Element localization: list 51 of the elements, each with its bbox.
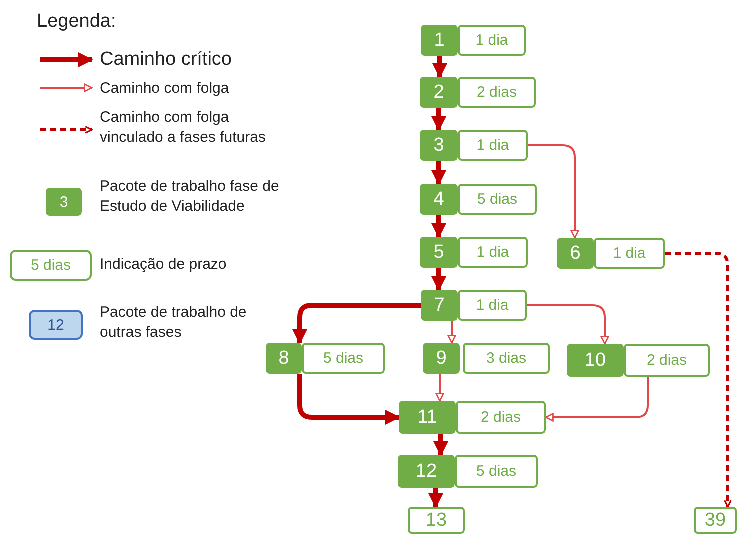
- task-number-box: 7: [421, 290, 458, 321]
- duration-box: 1 dia: [458, 237, 528, 268]
- arrow: [292, 303, 421, 344]
- arrow: [432, 56, 448, 78]
- arrow: [528, 144, 580, 239]
- duration-box: 2 dias: [624, 344, 710, 377]
- arrow: [448, 321, 456, 344]
- task-number-box: 4: [420, 184, 458, 215]
- arrow: [428, 488, 444, 508]
- task-box: 13: [408, 507, 465, 534]
- task-number-box: 11: [399, 401, 456, 434]
- legend-text: Caminho crítico: [100, 49, 233, 71]
- task-number-box: 12: [398, 455, 455, 488]
- arrow: [436, 374, 444, 402]
- legend-text: Pacote de trabalho de outras fases: [100, 303, 248, 343]
- arrow: [665, 252, 732, 508]
- task-number-box: 9: [423, 343, 460, 374]
- legend-heading: Legenda:: [37, 10, 116, 34]
- sample-label: 5 dias: [30, 257, 72, 274]
- duration-box: 5 dias: [455, 455, 538, 488]
- duration-box: 3 dias: [463, 343, 550, 374]
- task-number-box: 1: [421, 25, 458, 56]
- arrow: [527, 304, 610, 345]
- duration-box: 2 dias: [456, 401, 546, 434]
- duration-box: 2 dias: [458, 77, 536, 108]
- legend-text: Indicação de prazo: [100, 255, 228, 275]
- duration-box: 5 dias: [458, 184, 537, 215]
- task-number-box: 8: [266, 343, 302, 374]
- arrow: [432, 268, 446, 292]
- arrow: [434, 434, 448, 456]
- arrow: [432, 108, 446, 132]
- sample-label: 12: [48, 316, 64, 334]
- duration-box: 5 dias: [302, 343, 385, 374]
- task-number-box: 3: [420, 130, 458, 161]
- task-number-box: 6: [557, 238, 594, 269]
- duration-box: 1 dia: [594, 238, 665, 269]
- task-number-box: 10: [567, 344, 624, 377]
- task-number-box: 2: [420, 77, 458, 108]
- arrow: [432, 161, 446, 186]
- legend-text: Pacote de trabalho fase de Estudo de Viabilidade: [100, 177, 280, 217]
- arrow: [298, 374, 400, 425]
- arrow: [545, 377, 649, 422]
- task-box: 39: [694, 507, 737, 534]
- legend-text: Caminho com folga vinculado a fases futuras: [100, 108, 267, 148]
- duration-box: 1 dia: [458, 130, 528, 161]
- sample-label: 3: [60, 194, 68, 210]
- duration-box: 1 dia: [458, 290, 527, 321]
- task-number-box: 5: [420, 237, 458, 268]
- duration-box: 1 dia: [458, 25, 526, 56]
- legend-text: Caminho com folga: [100, 79, 230, 99]
- arrow: [432, 215, 446, 238]
